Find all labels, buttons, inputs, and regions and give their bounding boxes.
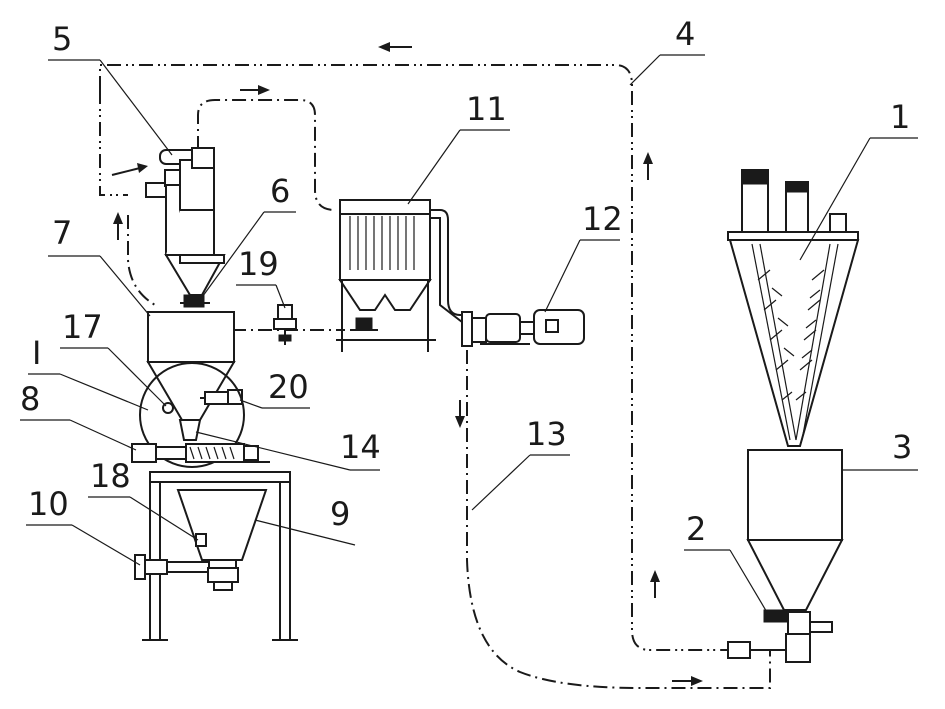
screw-feeder-8 (131, 443, 270, 463)
conical-mixer-1 (727, 169, 860, 447)
packing-hopper-9 (134, 471, 298, 641)
return-pipe-4 (99, 64, 730, 651)
label-1: 1 (890, 98, 910, 136)
label-18: 18 (90, 457, 131, 495)
label-5: 5 (52, 20, 72, 58)
flow-arrows (111, 42, 703, 686)
intermediate-hopper-7 (146, 311, 236, 421)
label-11: 11 (466, 90, 507, 128)
part-labels: 1 2 3 4 5 6 7 8 9 10 11 12 13 14 17 18 1… (20, 15, 912, 548)
label-I: I (32, 334, 41, 372)
label-12: 12 (582, 200, 623, 238)
duct-cyclone-to-filter (197, 99, 336, 211)
cyclone-separator-5 (145, 147, 226, 308)
label-2: 2 (686, 510, 706, 548)
valve-19 (273, 304, 297, 345)
label-20: 20 (268, 368, 309, 406)
label-17: 17 (62, 308, 103, 346)
label-6: 6 (270, 172, 290, 210)
label-8: 8 (20, 380, 40, 418)
label-9: 9 (330, 495, 350, 533)
bag-filter-11 (336, 199, 470, 352)
leader-lines (20, 54, 918, 615)
label-13: 13 (526, 415, 567, 453)
label-4: 4 (675, 15, 695, 53)
label-14: 14 (340, 428, 381, 466)
label-10: 10 (28, 485, 69, 523)
label-19: 19 (238, 245, 279, 283)
storage-hopper-3 (746, 449, 844, 611)
fan-motor-12 (461, 309, 585, 347)
label-3: 3 (892, 428, 912, 466)
valve-20 (200, 389, 243, 405)
detail-circle-I (139, 362, 245, 468)
transfer-pipe-13 (466, 350, 771, 689)
label-7: 7 (52, 214, 72, 252)
rotary-feeder-2 (727, 609, 833, 663)
